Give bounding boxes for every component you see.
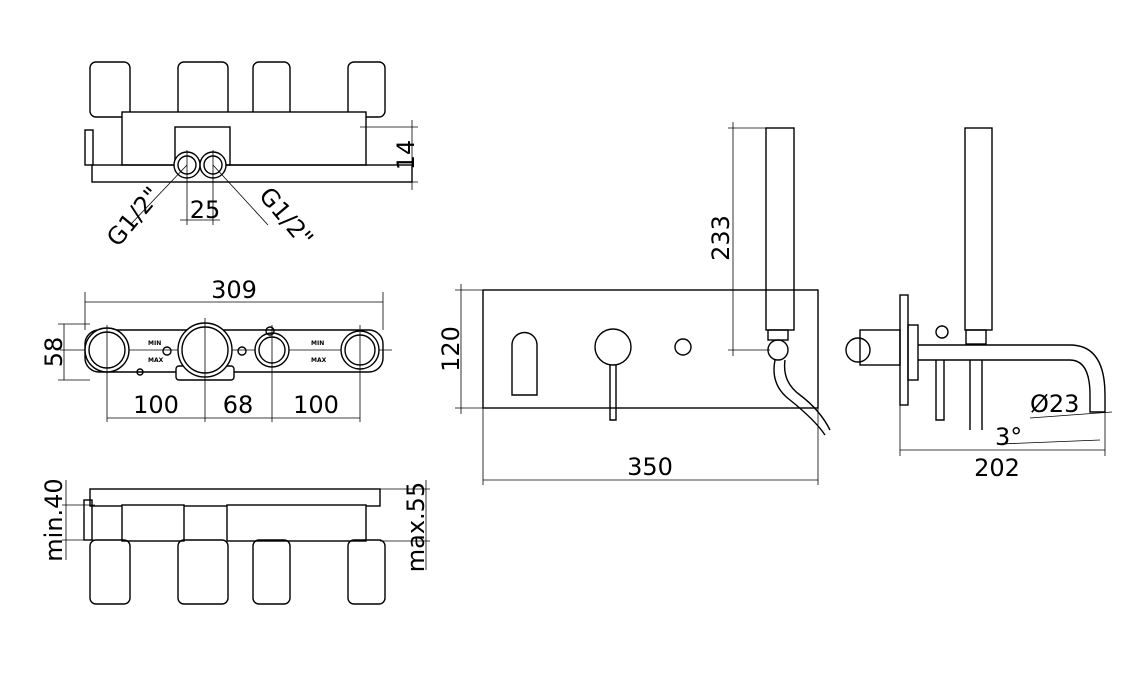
dim-plate-width-350: 350 [627, 453, 673, 481]
max-mark-1: MAX [148, 357, 164, 364]
dim-max-55: max.55 [402, 482, 430, 572]
dim-total-width-309: 309 [211, 276, 257, 304]
thread-right-label: G1/2" [253, 182, 318, 252]
dim-diameter-23: Ø23 [1030, 390, 1079, 418]
dim-height-14: 14 [392, 140, 420, 171]
dim-middle-68: 68 [223, 391, 254, 419]
top-view: 14 G1/2" G1/2" 25 [84, 61, 420, 252]
dim-right-100: 100 [293, 391, 339, 419]
thread-left-label: G1/2" [101, 182, 166, 252]
dim-depth-58: 58 [40, 337, 68, 368]
side-view: Ø23 3° 202 [845, 127, 1113, 482]
front-view: 233 120 350 [437, 122, 831, 485]
dim-angle-3: 3° [995, 423, 1022, 451]
dim-projection-202: 202 [974, 454, 1020, 482]
min-mark-1: MIN [148, 340, 161, 347]
plan-view: MIN MAX MIN MAX 309 58 100 68 100 [40, 276, 392, 422]
dim-spacing-25: 25 [190, 196, 221, 224]
dim-plate-height-120: 120 [437, 326, 465, 372]
dim-min-40: min.40 [40, 478, 68, 561]
dim-left-100: 100 [133, 391, 179, 419]
bottom-view: min.40 max.55 [40, 478, 430, 605]
dim-shower-height-233: 233 [707, 215, 735, 261]
min-mark-2: MIN [311, 340, 324, 347]
max-mark-2: MAX [311, 357, 327, 364]
